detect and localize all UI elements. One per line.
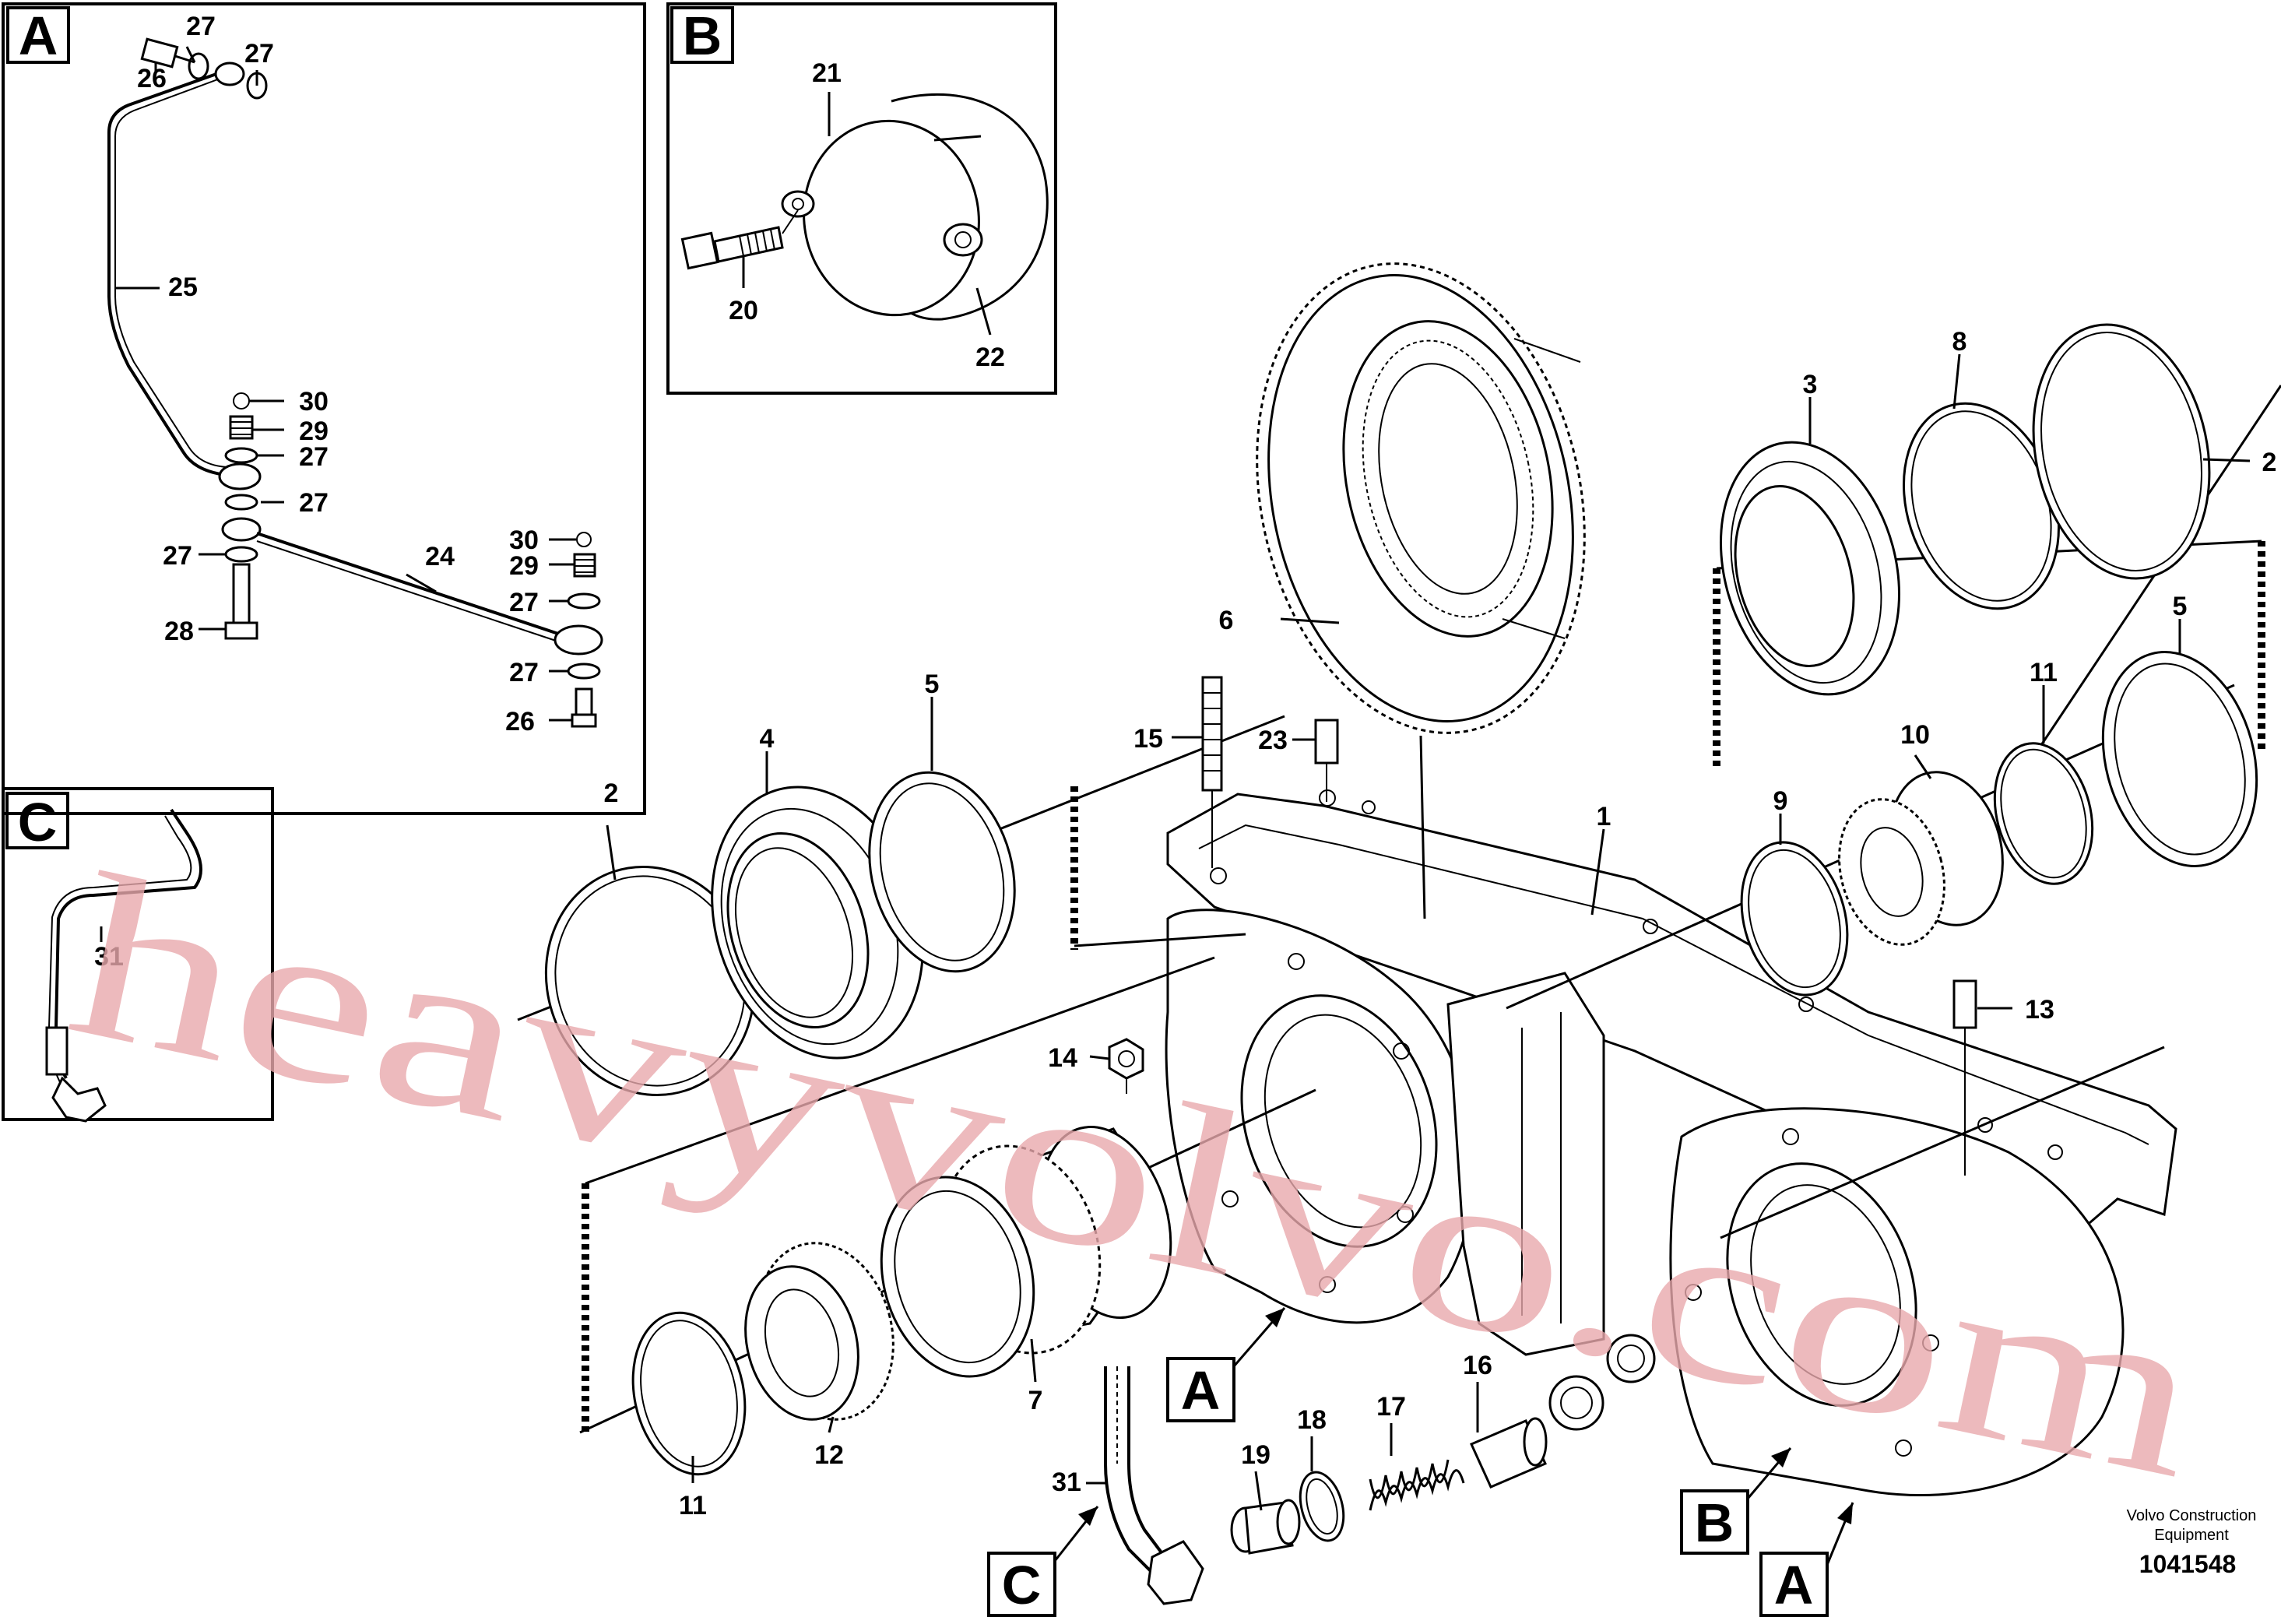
fitting-stack-right xyxy=(554,532,603,728)
gear-housing-1 xyxy=(1165,789,2177,1496)
callout-28: 28 xyxy=(164,617,194,646)
callout-22: 22 xyxy=(975,343,1005,372)
gear-12 xyxy=(744,1242,894,1421)
ref-box-c[interactable]: C xyxy=(987,1552,1056,1617)
callout-31: 31 xyxy=(1052,1468,1081,1497)
svg-text:A: A xyxy=(1181,1360,1221,1421)
dowel-pin-13 xyxy=(1952,979,1977,1176)
callout-23: 23 xyxy=(1258,726,1288,755)
callout-13: 13 xyxy=(2025,995,2054,1025)
cover-21 xyxy=(803,119,980,317)
caption-line-2: Equipment xyxy=(2154,1527,2229,1544)
callout-29: 29 xyxy=(299,417,329,446)
dowel-pin-23 xyxy=(1314,719,1339,802)
callout-6: 6 xyxy=(1219,606,1234,635)
callout-9: 9 xyxy=(1773,786,1788,816)
view-b-letter: B xyxy=(683,5,722,66)
callout-27: 27 xyxy=(509,658,539,687)
callout-10: 10 xyxy=(1900,720,1930,750)
pipe-24 xyxy=(256,532,561,636)
callout-21: 21 xyxy=(812,58,842,88)
gear-6 xyxy=(1256,262,1586,734)
callout-27: 27 xyxy=(186,12,216,41)
callout-26: 26 xyxy=(137,64,167,93)
drawing-caption: Volvo Construction Equipment 1041548 xyxy=(2127,1507,2257,1578)
view-c-letter: C xyxy=(18,792,58,852)
callout-14: 14 xyxy=(1048,1043,1077,1073)
ref-box-a-lower[interactable]: A xyxy=(1759,1552,1829,1617)
union-19 xyxy=(1230,1499,1301,1555)
callout-18: 18 xyxy=(1297,1405,1327,1435)
callout-27: 27 xyxy=(163,541,192,571)
callout-5: 5 xyxy=(2173,592,2188,621)
detail-view-b: B xyxy=(666,2,1057,395)
callout-12: 12 xyxy=(814,1440,844,1470)
callout-11: 11 xyxy=(679,1491,707,1520)
callout-5: 5 xyxy=(925,670,940,699)
detail-view-a: A xyxy=(2,2,646,815)
callout-25: 25 xyxy=(168,272,198,302)
callout-27: 27 xyxy=(299,488,329,518)
spring-17 xyxy=(1369,1459,1465,1511)
seal-5-right xyxy=(2101,651,2258,867)
ref-box-a-upper[interactable]: A xyxy=(1166,1357,1235,1422)
seal-5-left xyxy=(868,771,1016,973)
view-a-letter: A xyxy=(19,5,58,66)
callout-29: 29 xyxy=(509,551,539,581)
callout-30: 30 xyxy=(299,387,329,417)
fitting-stack-left xyxy=(218,392,262,640)
callout-19: 19 xyxy=(1241,1440,1271,1470)
bearing-3 xyxy=(1719,441,1901,696)
callout-4: 4 xyxy=(760,724,775,754)
callout-27: 27 xyxy=(299,442,329,472)
hose-31 xyxy=(1104,1366,1204,1605)
callout-16: 16 xyxy=(1463,1351,1492,1380)
callout-17: 17 xyxy=(1376,1392,1406,1422)
svg-text:A: A xyxy=(1774,1555,1814,1615)
callout-3: 3 xyxy=(1803,370,1818,399)
o-ring-18 xyxy=(1299,1471,1345,1542)
ref-box-b[interactable]: B xyxy=(1680,1489,1749,1555)
callout-24: 24 xyxy=(425,542,455,571)
gear-10 xyxy=(1838,771,2004,946)
callout-11: 11 xyxy=(2030,658,2058,687)
snap-ring-9 xyxy=(1740,841,1849,997)
callout-30: 30 xyxy=(509,526,539,555)
valve-piston-16 xyxy=(1470,1417,1548,1489)
snap-ring-2-left xyxy=(544,865,756,1097)
callout-2: 2 xyxy=(604,779,619,808)
pipe-25 xyxy=(107,72,227,476)
svg-text:B: B xyxy=(1695,1492,1734,1553)
gear-7 xyxy=(880,1125,1172,1378)
snap-ring-11-right xyxy=(1993,742,2094,885)
bolt-20 xyxy=(680,209,799,270)
drawing-number: 1041548 xyxy=(2139,1550,2237,1578)
callout-27: 27 xyxy=(509,588,539,617)
callout-2: 2 xyxy=(2262,448,2277,477)
callout-8: 8 xyxy=(1952,327,1967,357)
stud-15 xyxy=(1201,676,1223,868)
callout-20: 20 xyxy=(729,296,758,325)
callout-27: 27 xyxy=(244,39,274,69)
callout-31: 31 xyxy=(94,942,124,972)
caption-line-1: Volvo Construction xyxy=(2127,1507,2257,1524)
detail-view-c: C xyxy=(2,787,274,1123)
callout-26: 26 xyxy=(505,707,535,736)
snap-ring-2-right xyxy=(2032,323,2211,580)
callout-labels: 1 2 2 3 4 5 5 6 7 8 9 10 11 11 12 13 14 … xyxy=(94,12,2276,1520)
snap-ring-11-left xyxy=(631,1311,747,1476)
svg-text:C: C xyxy=(1002,1555,1042,1615)
callout-1: 1 xyxy=(1597,802,1611,831)
callout-7: 7 xyxy=(1028,1386,1043,1415)
callout-15: 15 xyxy=(1133,724,1163,754)
nut-14 xyxy=(1108,1038,1144,1094)
